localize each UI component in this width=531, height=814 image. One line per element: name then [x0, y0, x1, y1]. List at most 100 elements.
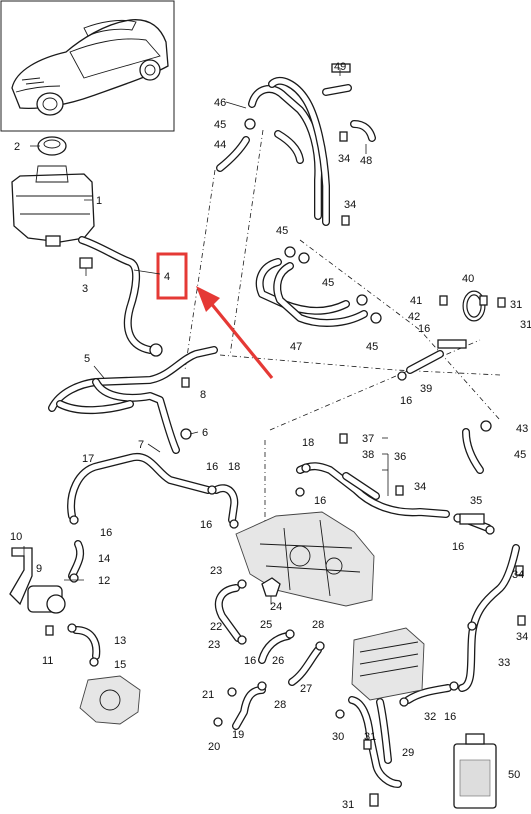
- callout-46: 46: [214, 97, 226, 109]
- callout-48: 48: [360, 155, 372, 167]
- callout-49: 49: [334, 61, 346, 73]
- pipe-33: [458, 544, 520, 692]
- hose-32: [404, 684, 452, 704]
- callout-39: 39: [420, 383, 432, 395]
- hose-25-26: [258, 632, 292, 664]
- callout-34-d: 34: [512, 569, 524, 581]
- hose-44: [216, 136, 250, 172]
- callout-38: 38: [362, 449, 374, 461]
- callout-30: 30: [332, 731, 344, 743]
- callout-4: 4: [164, 271, 170, 283]
- callout-32: 32: [424, 711, 436, 723]
- callout-18-a: 18: [228, 461, 240, 473]
- callout-17: 17: [82, 453, 94, 465]
- water-pump: [9, 547, 66, 614]
- callout-23-b: 23: [208, 639, 220, 651]
- callout-23-a: 23: [210, 565, 222, 577]
- thermostat-housing: [79, 675, 141, 725]
- highlight-arrowhead: [196, 286, 220, 312]
- callout-35: 35: [470, 495, 482, 507]
- callout-45-e: 45: [514, 449, 526, 461]
- callout-16-f: 16: [418, 323, 430, 335]
- clamps-and-fasteners: [45, 63, 526, 807]
- callout-33: 33: [498, 657, 510, 669]
- callout-24: 24: [270, 601, 282, 613]
- callout-16-c: 16: [200, 519, 212, 531]
- callout-45-c: 45: [322, 277, 334, 289]
- callout-2: 2: [14, 141, 20, 153]
- callout-41: 41: [410, 295, 422, 307]
- callout-34-a: 34: [338, 153, 350, 165]
- callout-47: 47: [290, 341, 302, 353]
- callout-19: 19: [232, 729, 244, 741]
- callout-16-i: 16: [244, 655, 256, 667]
- callout-31-d: 31: [520, 319, 531, 331]
- callout-27: 27: [300, 683, 312, 695]
- pipe-29: [348, 696, 402, 788]
- callout-25: 25: [260, 619, 272, 631]
- hose-43: [462, 428, 484, 474]
- hose-13: [72, 626, 101, 660]
- callout-3: 3: [82, 283, 88, 295]
- highlight-annotation: [156, 252, 274, 380]
- callout-44: 44: [214, 139, 226, 151]
- hose-14: [68, 540, 85, 580]
- callout-50: 50: [508, 769, 520, 781]
- sensor-24: [261, 577, 281, 604]
- callout-7: 7: [138, 439, 144, 451]
- callout-31-b: 31: [342, 799, 354, 811]
- hose-40: [462, 290, 486, 322]
- callout-34-e: 34: [516, 631, 528, 643]
- callout-34-b: 34: [344, 199, 356, 211]
- callout-36: 36: [394, 451, 406, 463]
- expansion-tank-group: [11, 136, 95, 276]
- callout-43: 43: [516, 423, 528, 435]
- pipe-5: [48, 343, 218, 454]
- callout-29: 29: [402, 747, 414, 759]
- vehicle-thumbnail: [0, 0, 175, 132]
- pipe-top-right: [248, 76, 330, 226]
- hose-18-left: [212, 484, 239, 524]
- hose-4: [78, 236, 154, 354]
- highlight-box: [156, 252, 188, 300]
- callout-16-d: 16: [314, 495, 326, 507]
- callout-31-c: 31: [510, 299, 522, 311]
- hose-17: [67, 452, 212, 520]
- callout-31-a: 31: [364, 731, 376, 743]
- callout-21: 21: [202, 689, 214, 701]
- callout-14: 14: [98, 553, 110, 565]
- callout-9: 9: [36, 563, 42, 575]
- callout-45-d: 45: [366, 341, 378, 353]
- hose-48: [350, 120, 376, 142]
- callout-20: 20: [208, 741, 220, 753]
- callout-40: 40: [462, 273, 474, 285]
- callout-28-b: 28: [274, 699, 286, 711]
- callout-16-h: 16: [444, 711, 456, 723]
- callout-16-b: 16: [206, 461, 218, 473]
- callout-1: 1: [96, 195, 102, 207]
- callout-28-a: 28: [312, 619, 324, 631]
- callout-13: 13: [114, 635, 126, 647]
- callout-8: 8: [200, 389, 206, 401]
- hose-39: [406, 350, 444, 374]
- hose-49: [322, 84, 352, 96]
- hose-22: [214, 584, 242, 642]
- hose-47: [255, 258, 368, 327]
- callout-18-b: 18: [302, 437, 314, 449]
- callout-6: 6: [202, 427, 208, 439]
- leader-lines: [23, 68, 389, 581]
- callout-12: 12: [98, 575, 110, 587]
- oil-cooler: [351, 627, 425, 701]
- highlight-arrow: [208, 300, 274, 380]
- callout-10: 10: [10, 531, 22, 543]
- engine-block: [235, 511, 375, 607]
- callout-16-g: 16: [452, 541, 464, 553]
- callout-37: 37: [362, 433, 374, 445]
- callout-15: 15: [114, 659, 126, 671]
- hose-27: [288, 646, 322, 686]
- pipe-36-assembly: [296, 462, 450, 518]
- coolant-bottle-50: [453, 733, 497, 809]
- callout-16-a: 16: [100, 527, 112, 539]
- callout-34-c: 34: [414, 481, 426, 493]
